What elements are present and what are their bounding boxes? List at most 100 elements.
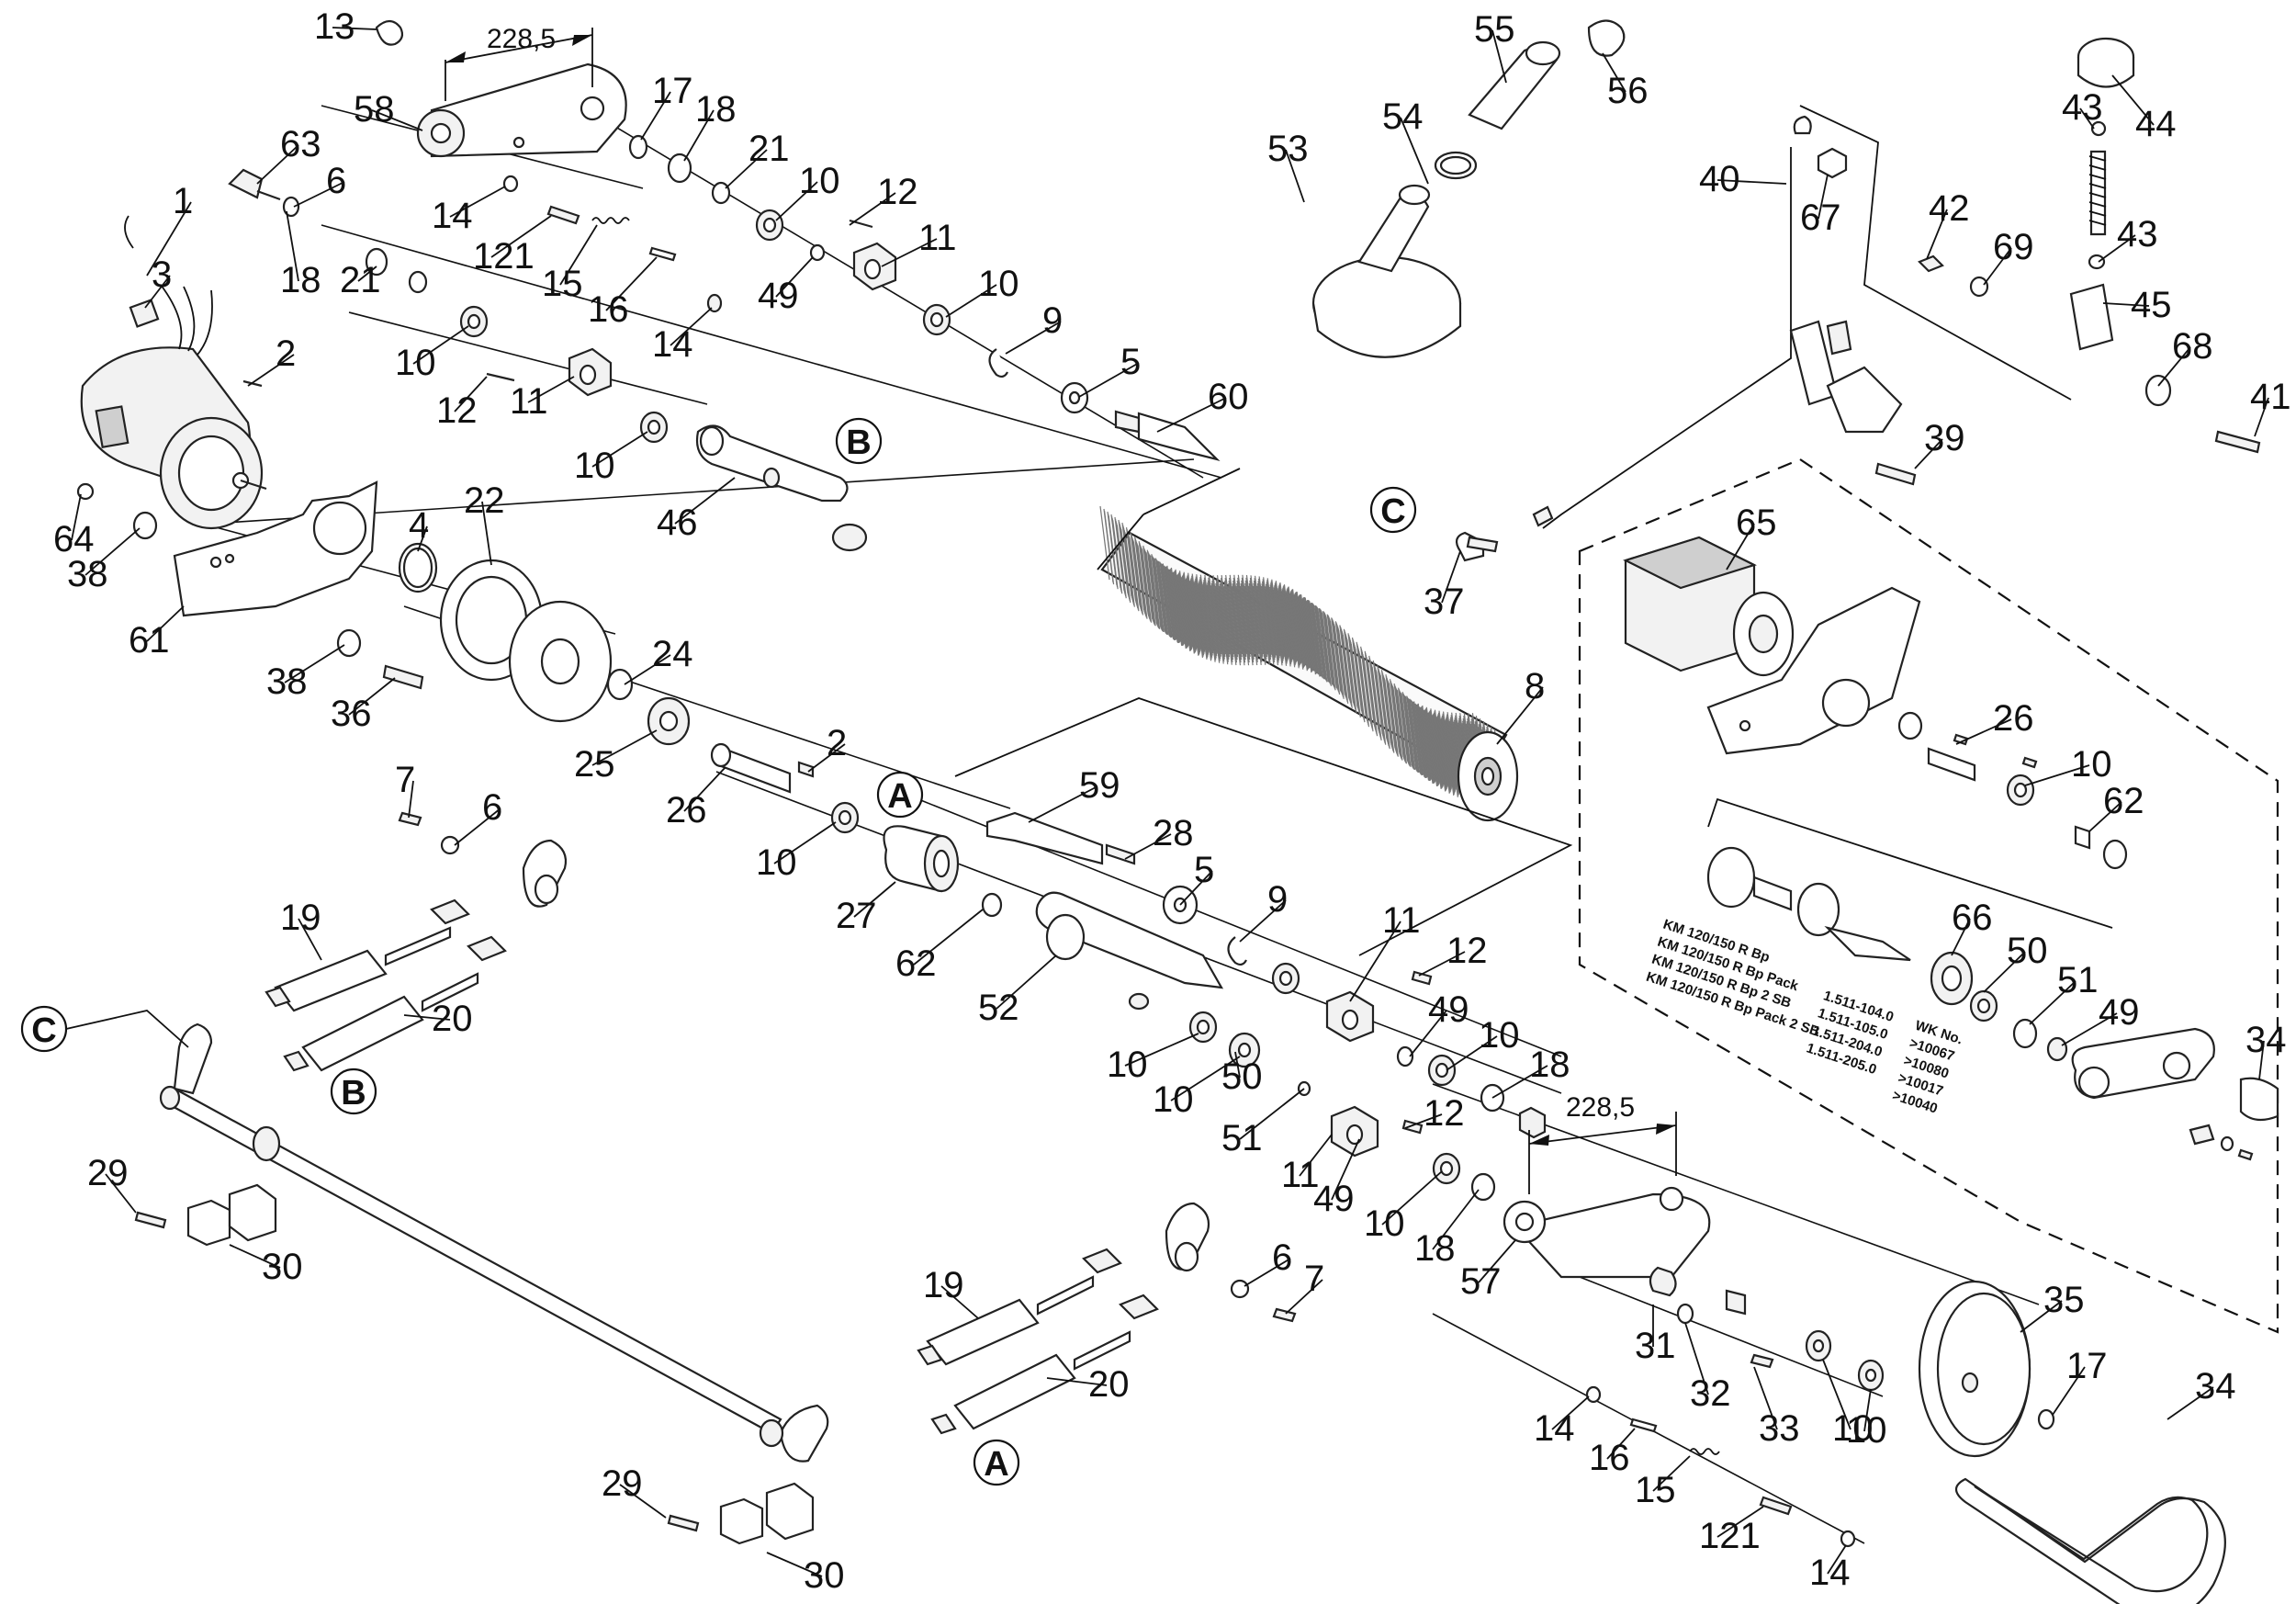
bristle: [1271, 579, 1282, 653]
part-label-66: 66: [1952, 898, 1993, 938]
bristle: [1245, 574, 1257, 650]
part-label-10: 10: [978, 264, 1019, 304]
bearing-blocks-30: [134, 1183, 815, 1545]
bristle: [1202, 582, 1213, 656]
bristle: [1178, 571, 1189, 646]
leader-line: [853, 881, 896, 918]
bristle: [1265, 583, 1277, 658]
leader-line: [1046, 1377, 1108, 1386]
leader-line: [619, 1484, 667, 1519]
bristle: [1240, 585, 1251, 661]
part-label-20: 20: [1088, 1364, 1130, 1405]
leader-line: [1299, 1134, 1333, 1177]
leader-line: [371, 109, 423, 131]
bristle: [1181, 576, 1192, 650]
leader-line: [2111, 74, 2155, 126]
bristle: [1174, 570, 1186, 645]
leader-line: [1446, 1035, 1498, 1071]
leader-line: [490, 215, 552, 258]
leader-line: [1078, 362, 1140, 398]
part-label-54: 54: [1382, 96, 1424, 137]
part-label-10: 10: [799, 161, 840, 201]
part-label-3: 3: [152, 254, 172, 295]
bristle: [1281, 591, 1292, 665]
part-label-59: 59: [1079, 765, 1120, 806]
bristle: [1150, 555, 1161, 629]
bristle: [1206, 584, 1217, 659]
part-label-17: 17: [652, 71, 693, 111]
bristle: [1428, 712, 1439, 786]
bristle: [1232, 577, 1244, 651]
bristle: [1236, 582, 1247, 658]
part-label-28: 28: [1153, 813, 1194, 853]
bristle: [1202, 583, 1213, 658]
leader-line: [1400, 117, 1429, 185]
leader-line: [481, 501, 492, 566]
leader-line: [1432, 1189, 1480, 1250]
leader-line: [2254, 397, 2269, 437]
bristle: [1223, 583, 1234, 658]
bristle: [1186, 576, 1198, 650]
part-label-62: 62: [2103, 781, 2144, 821]
part-label-14: 14: [652, 324, 693, 365]
bristle: [1203, 580, 1214, 654]
bristle: [1417, 704, 1428, 778]
leader-line: [1491, 29, 1507, 84]
bristle: [1207, 580, 1218, 654]
bristle: [1207, 582, 1218, 657]
bristle: [1429, 709, 1440, 784]
part-label-26: 26: [666, 790, 707, 830]
part-label-10: 10: [1107, 1045, 1148, 1085]
bristle: [1099, 505, 1110, 581]
part-label-51: 51: [1221, 1118, 1263, 1158]
bristle: [1446, 716, 1457, 790]
bristle: [1301, 598, 1313, 672]
leader-line: [1926, 209, 1948, 260]
bristle: [1210, 582, 1221, 657]
bristle: [1265, 586, 1276, 661]
bristle: [1363, 658, 1374, 732]
bristle: [1189, 580, 1200, 654]
motor-assembly-1: [80, 215, 267, 530]
part-label-12: 12: [1446, 931, 1488, 971]
part-label-7: 7: [1304, 1259, 1324, 1299]
dimension-bottom-text: 228,5: [1566, 1092, 1635, 1123]
part-label-45: 45: [2131, 285, 2172, 325]
bristle: [1286, 590, 1297, 664]
bristle: [1228, 581, 1239, 655]
bristle: [1145, 552, 1156, 627]
callout-markers: B A C C B A: [20, 417, 1417, 1486]
part-label-39: 39: [1924, 418, 1965, 458]
leader-line: [775, 256, 814, 298]
part-label-30: 30: [804, 1555, 845, 1596]
leader-line: [1005, 321, 1062, 355]
bristle: [1266, 582, 1277, 656]
part-label-18: 18: [1529, 1045, 1570, 1085]
leader-line: [2102, 302, 2150, 307]
bristle: [1235, 586, 1246, 661]
bristle: [1261, 581, 1273, 655]
bristle: [1279, 582, 1290, 657]
bristle: [1432, 715, 1443, 789]
optional-kit-boundary: [1578, 457, 2279, 1334]
part-label-61: 61: [129, 620, 170, 661]
leader-line: [1983, 247, 2012, 286]
bristle: [1445, 719, 1456, 794]
leader-line: [1914, 438, 1943, 469]
bristle: [1203, 577, 1214, 651]
leader-line: [293, 181, 345, 208]
bristle: [1367, 662, 1379, 737]
part-label-20: 20: [432, 999, 473, 1039]
bristle: [1305, 601, 1317, 675]
bristle: [1355, 649, 1366, 723]
bristle: [1434, 709, 1446, 784]
part-label-121: 121: [1699, 1516, 1761, 1556]
bristle: [1166, 565, 1177, 639]
bristle: [1442, 711, 1454, 785]
bristle: [1433, 712, 1444, 786]
bristle: [1211, 580, 1222, 655]
leader-line: [683, 109, 715, 162]
clip-13: [375, 19, 404, 46]
bristle: [1266, 578, 1277, 652]
